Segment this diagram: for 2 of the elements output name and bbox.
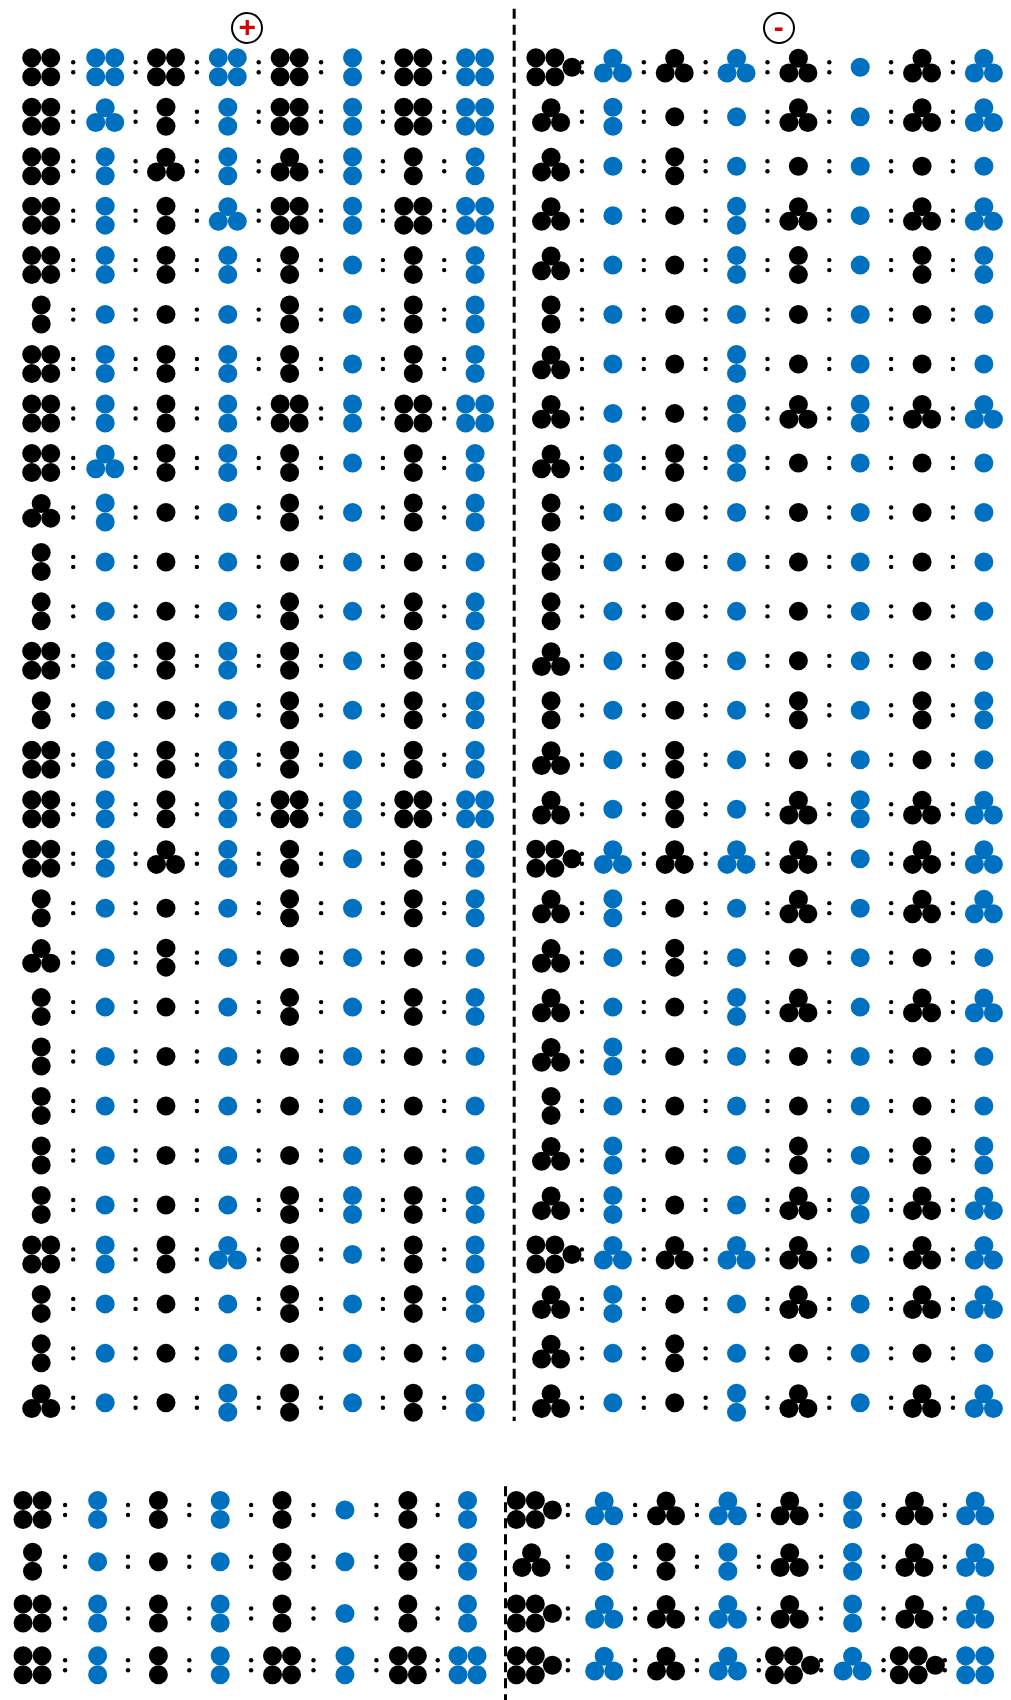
- sign-circle: +: [231, 12, 264, 45]
- sign-circle: -: [762, 12, 795, 45]
